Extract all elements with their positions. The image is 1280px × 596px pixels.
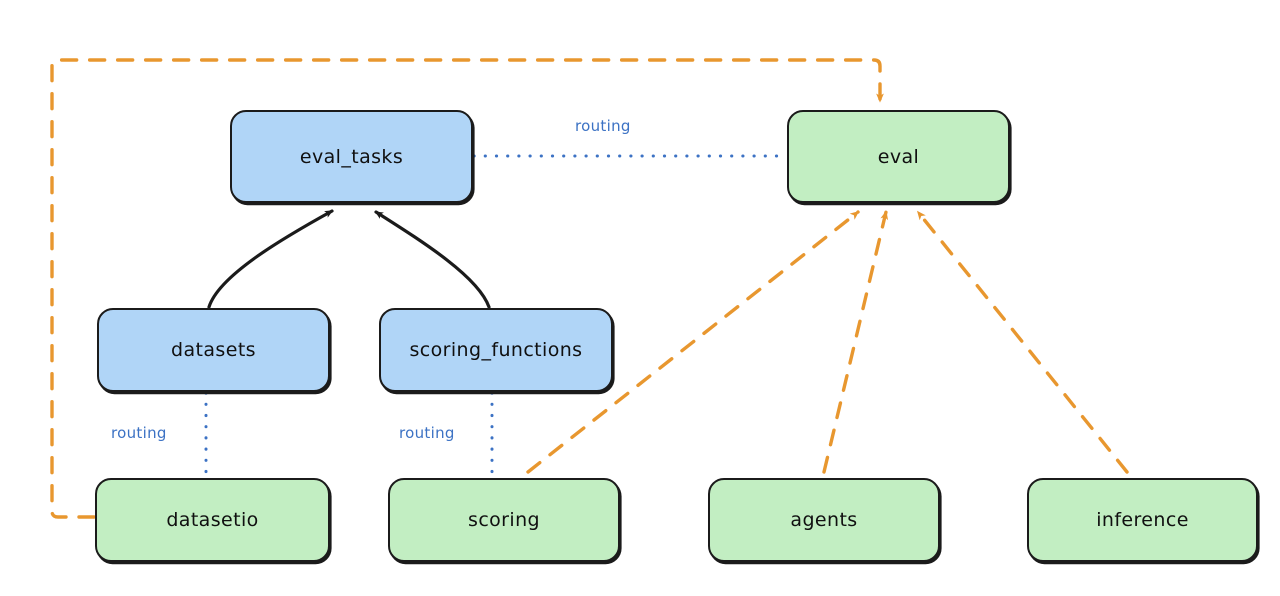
node-scoring-functions[interactable]: scoring_functions: [379, 308, 613, 392]
node-datasets[interactable]: datasets: [97, 308, 330, 392]
node-label-scoring: scoring: [468, 509, 540, 531]
node-label-datasets: datasets: [171, 339, 256, 361]
node-eval-tasks[interactable]: eval_tasks: [230, 110, 473, 203]
edge-label-routing-datasets: routing: [111, 424, 167, 442]
node-agents[interactable]: agents: [708, 478, 940, 562]
edge-inference-to-eval: [916, 210, 1129, 474]
node-label-eval-tasks: eval_tasks: [299, 145, 404, 168]
node-datasetio[interactable]: datasetio: [95, 478, 330, 562]
node-eval[interactable]: eval: [787, 110, 1010, 203]
edge-label-routing-eval-tasks: routing: [575, 117, 631, 135]
node-label-eval: eval: [877, 145, 920, 168]
edge-datasets-to-eval-tasks: [207, 209, 334, 309]
edge-label-routing-scoring-functions: routing: [399, 424, 455, 442]
node-scoring[interactable]: scoring: [388, 478, 620, 562]
node-label-inference: inference: [1096, 509, 1189, 531]
node-label-scoring-functions: scoring_functions: [409, 339, 583, 361]
node-label-agents: agents: [790, 509, 858, 531]
edge-agents-to-eval: [822, 210, 889, 474]
node-inference[interactable]: inference: [1027, 478, 1258, 562]
node-label-datasetio: datasetio: [166, 509, 259, 531]
edge-scoring-functions-to-eval-tasks: [374, 210, 491, 309]
